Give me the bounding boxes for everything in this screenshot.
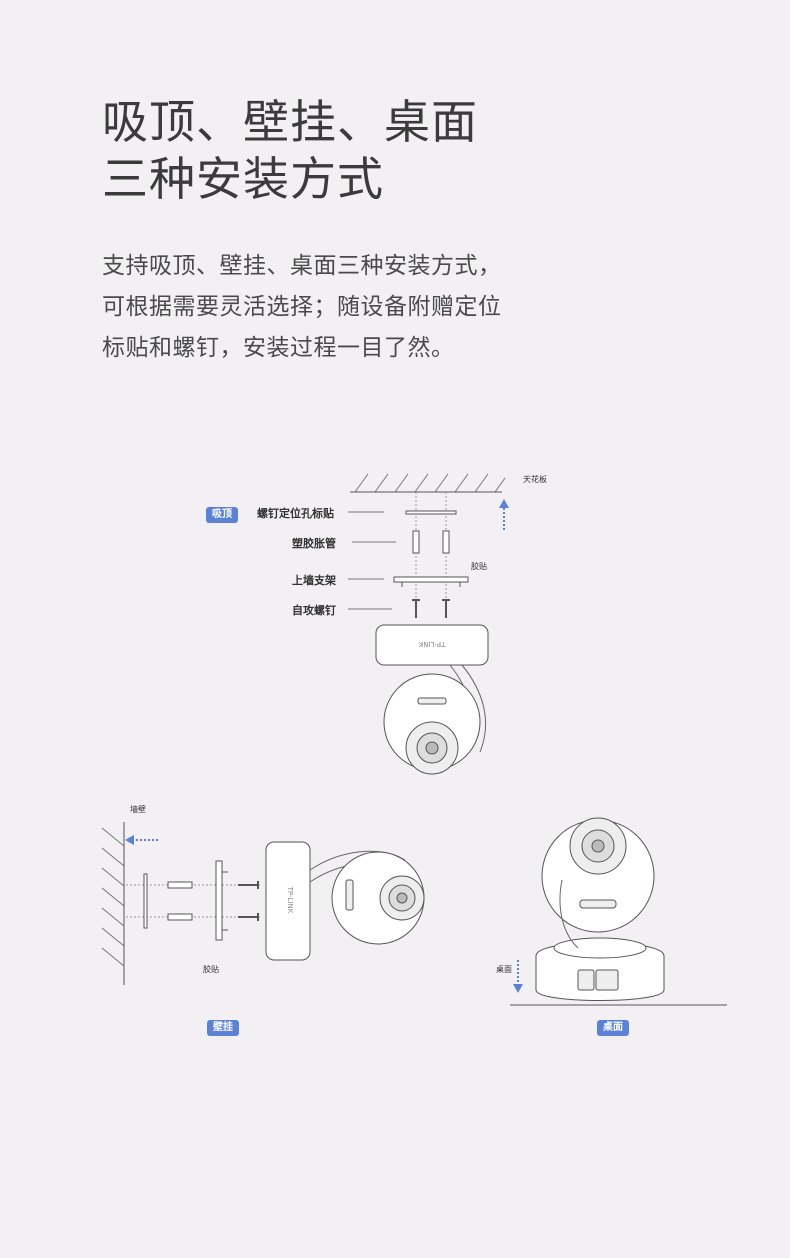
left-arrow-icon — [125, 835, 158, 845]
wall-anchor-bottom — [167, 913, 193, 921]
card-slot — [417, 697, 447, 705]
ceiling-mount-illustration: TP-LINK — [348, 473, 509, 775]
badge-wall: 壁挂 — [207, 1020, 239, 1036]
description-line-2: 可根据需要灵活选择；随设备附赠定位 — [102, 294, 502, 320]
anchor-left — [412, 530, 420, 554]
wall-bracket — [215, 860, 228, 941]
description: 支持吸顶、壁挂、桌面三种安装方式， 可根据需要灵活选择；随设备附赠定位 标贴和螺… — [102, 246, 502, 369]
installation-diagram: TP-LINK TP — [101, 473, 727, 1006]
bracket — [393, 576, 469, 587]
ceiling-surface — [350, 473, 506, 493]
label-wall-surface: 墙壁 — [130, 805, 146, 814]
wall-camera-base — [265, 841, 311, 961]
page-title: 吸顶、壁挂、桌面 三种安装方式 — [102, 94, 478, 208]
badge-desk: 桌面 — [597, 1020, 629, 1036]
label-locating-sticker: 螺钉定位孔标贴 — [257, 507, 334, 520]
label-ceiling-surface: 天花板 — [523, 475, 547, 484]
screw-left — [412, 599, 420, 618]
locating-sticker — [405, 510, 457, 515]
label-bracket: 上墙支架 — [292, 574, 336, 587]
label-wall-glue: 胶贴 — [203, 965, 219, 974]
up-arrow-icon — [499, 499, 509, 530]
description-line-1: 支持吸顶、壁挂、桌面三种安装方式， — [102, 253, 502, 279]
wall-surface — [101, 822, 125, 985]
label-desk-surface: 桌面 — [496, 965, 512, 974]
wall-anchor-top — [167, 881, 193, 889]
down-arrow-icon — [513, 960, 523, 993]
label-ceiling-glue: 胶贴 — [471, 562, 487, 571]
label-anchor: 塑胶胀管 — [292, 537, 336, 550]
title-line-2: 三种安装方式 — [102, 152, 384, 206]
screw-right — [442, 599, 450, 618]
wall-brand-logo: TP-LINK — [286, 886, 294, 914]
camera-base — [375, 624, 489, 666]
wall-screw-bottom — [238, 913, 259, 921]
title-line-1: 吸顶、壁挂、桌面 — [102, 95, 478, 149]
wall-sticker — [143, 873, 148, 929]
description-line-3: 标贴和螺钉，安装过程一目了然。 — [102, 335, 455, 361]
label-screw: 自攻螺钉 — [292, 604, 336, 617]
desk-mount-illustration — [510, 817, 727, 1006]
brand-logo: TP-LINK — [418, 640, 446, 648]
anchor-right — [442, 530, 450, 554]
wall-mount-illustration: TP-LINK — [101, 822, 425, 985]
badge-ceiling: 吸顶 — [206, 507, 238, 523]
wall-screw-top — [238, 881, 259, 889]
